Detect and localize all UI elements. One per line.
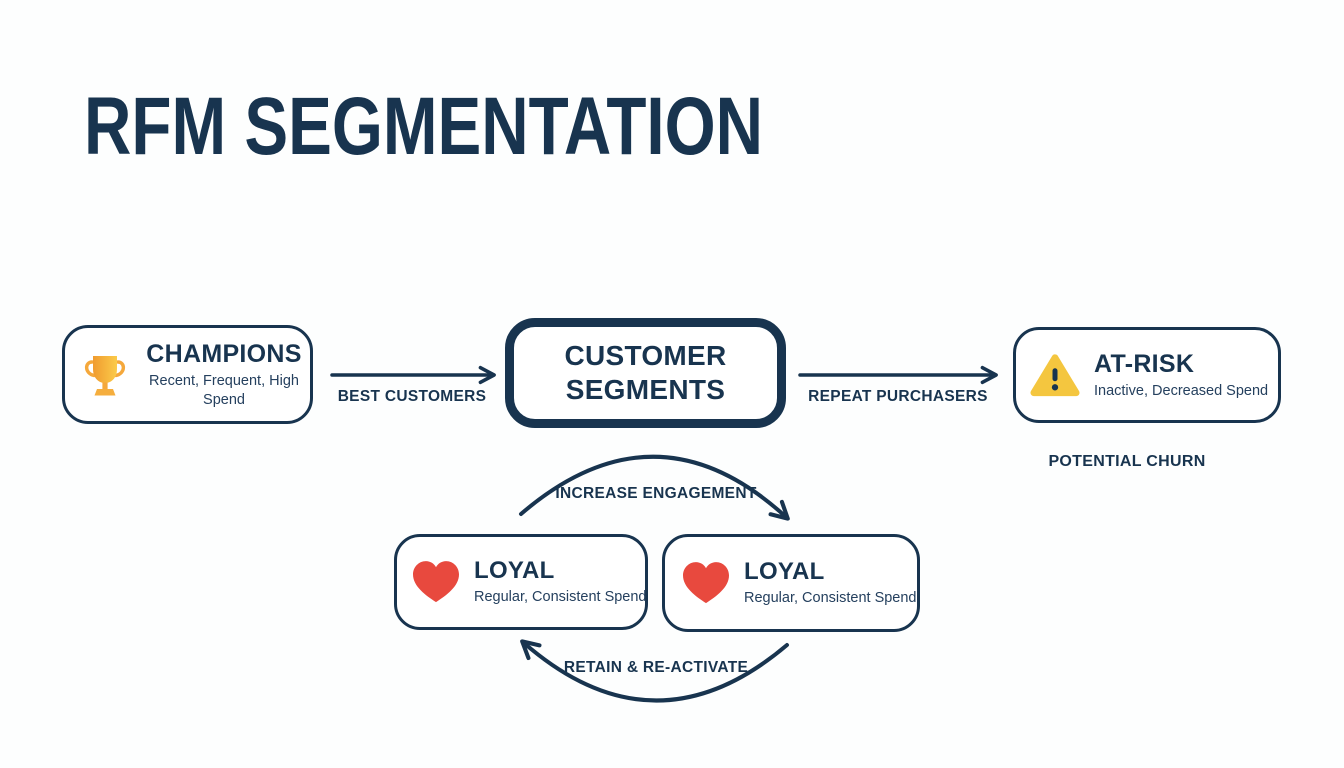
page-title: RFM SEGMENTATION [84,81,764,172]
increase-engagement-label: INCREASE ENGAGEMENT [555,485,757,502]
customer-segments-title: CUSTOMER SEGMENTS [564,339,727,405]
loyal-right-box: LOYAL Regular, Consistent Spend [662,534,920,632]
heart-icon [683,562,729,604]
loyal-left-title: LOYAL [474,557,555,585]
loyal-left-subtitle: Regular, Consistent Spend [474,589,647,606]
loyal-left-box: LOYAL Regular, Consistent Spend [394,534,648,630]
warning-icon [1030,352,1080,398]
best-customers-label: BEST CUSTOMERS [337,388,487,405]
champions-title: CHAMPIONS [146,339,302,368]
heart-icon [413,561,459,603]
at-risk-box: AT-RISK Inactive, Decreased Spend [1013,327,1281,423]
potential-churn-label: POTENTIAL CHURN [1048,453,1206,470]
loyal-right-title: LOYAL [744,558,825,586]
champions-subtitle: Recent, Frequent, High Spend [149,372,299,408]
at-risk-title: AT-RISK [1094,349,1195,378]
at-risk-subtitle: Inactive, Decreased Spend [1094,382,1269,399]
retain-reactivate-label: RETAIN & RE-ACTIVATE [563,659,749,676]
champions-box: CHAMPIONS Recent, Frequent, High Spend [62,325,313,424]
repeat-purchasers-label: REPEAT PURCHASERS [808,388,988,405]
trophy-icon [81,351,129,399]
loyal-right-subtitle: Regular, Consistent Spend [744,590,917,607]
customer-segments-box: CUSTOMER SEGMENTS [505,318,786,428]
